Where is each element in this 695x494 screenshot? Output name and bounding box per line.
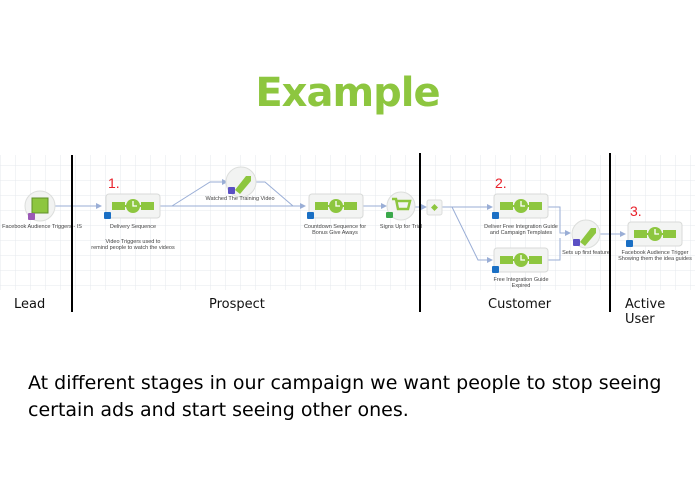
node-note: remind people to watch the videos [91,245,175,251]
node-label: Countdown Sequence for [304,224,366,230]
node-label: Delivery Sequence [110,224,156,230]
step-number-1: 1. [108,175,120,191]
cart-icon [392,197,412,211]
slide-title: Example [255,70,440,116]
facebook-audience-trigger-node[interactable]: Facebook Audience Triggers - IS [2,190,82,230]
stage-active-user: Active User [625,297,666,327]
node-label: and Campaign Templates [490,230,553,236]
node-label: Signs Up for Trial [380,224,422,230]
node-label: Sets up first feature [562,250,610,256]
stage-dividers [71,153,611,312]
sets-up-feature-node[interactable]: Sets up first feature [562,219,610,256]
guide-expired-node[interactable]: Free Integration Guide Expired [491,247,549,289]
node-label: Bonus Give Aways [312,230,358,236]
node-label: Expired [512,283,531,289]
watched-training-video-node[interactable]: Watched The Training Video [206,166,275,202]
list-icon [31,197,49,214]
signs-up-trial-node[interactable]: Signs Up for Trial [380,191,422,230]
node-label: Facebook Audience Triggers - IS [2,224,82,230]
deliver-free-guide-node[interactable]: Deliver Free Integration Guide and Campa… [484,193,558,236]
stage-lead: Lead [14,297,46,312]
node-label: Free Integration Guide [493,277,548,283]
node-label: Showing them the idea guides [618,256,692,262]
delivery-sequence-node[interactable]: Delivery Sequence Video Triggers used to… [91,193,175,251]
node-label: Facebook Audience Trigger [622,250,689,256]
stage-customer: Customer [488,297,552,312]
step-number-3: 3. [630,203,642,219]
decision-node[interactable] [426,199,443,216]
step-number-2: 2. [495,175,507,191]
node-note: Video Triggers used to [106,239,161,245]
connectors [55,179,626,263]
tag-icon [580,228,596,246]
node-label: Deliver Free Integration Guide [484,224,558,230]
facebook-audience-active-node[interactable]: Facebook Audience Trigger Showing them t… [618,221,692,262]
campaign-flow-diagram: Facebook Audience Triggers - IS 1. Deliv… [0,153,695,312]
stage-prospect: Prospect [209,297,265,312]
slide-body-text: At different stages in our campaign we w… [28,372,662,421]
countdown-sequence-node[interactable]: Countdown Sequence for Bonus Give Aways [304,193,366,236]
tag-icon [235,176,251,194]
node-label: Watched The Training Video [206,196,275,202]
